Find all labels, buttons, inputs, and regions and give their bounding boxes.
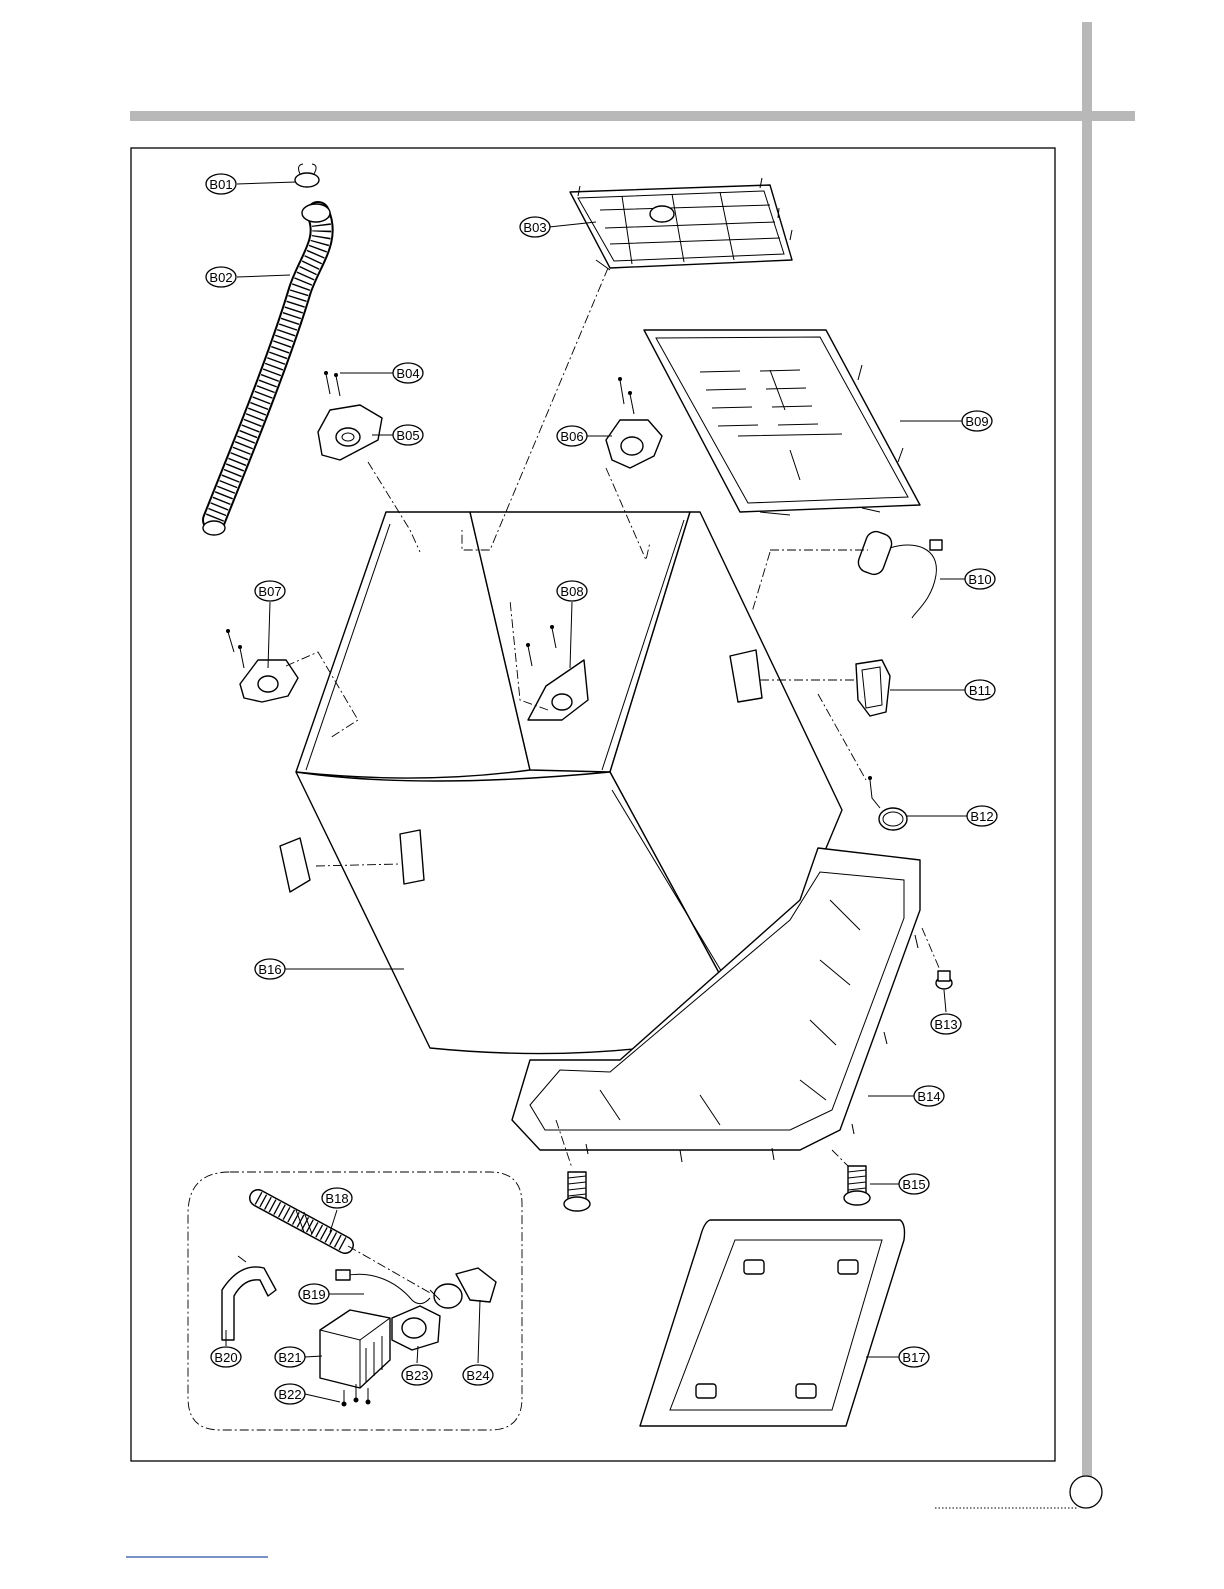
harness-wire-b19 <box>336 1270 430 1304</box>
side-bar <box>1082 22 1092 1492</box>
part-label-b12: B12 <box>967 806 997 826</box>
lid-plate-b09 <box>644 330 920 515</box>
part-label-b20: B20 <box>211 1347 241 1367</box>
part-label-b19: B19 <box>299 1284 329 1304</box>
part-label-b15: B15 <box>899 1174 929 1194</box>
part-label-b13: B13 <box>931 1014 961 1034</box>
foot-b13 <box>936 971 952 989</box>
part-label-text: B21 <box>278 1350 301 1365</box>
sensor-wire-b12 <box>868 776 907 830</box>
part-label-b04: B04 <box>393 363 423 383</box>
part-label-text: B20 <box>214 1350 237 1365</box>
leveling-foot-b15 <box>564 1166 870 1211</box>
part-label-text: B08 <box>560 584 583 599</box>
part-label-b06: B06 <box>557 426 587 446</box>
part-label-b14: B14 <box>914 1086 944 1106</box>
part-label-text: B04 <box>396 366 419 381</box>
part-label-b09: B09 <box>962 411 992 431</box>
part-label-text: B18 <box>325 1191 348 1206</box>
part-label-text: B19 <box>302 1287 325 1302</box>
part-label-b18: B18 <box>322 1188 352 1208</box>
part-label-text: B17 <box>902 1350 925 1365</box>
bracket-b06 <box>606 377 662 468</box>
part-label-b11: B11 <box>965 680 995 700</box>
pump-housing-b21 <box>320 1310 390 1388</box>
part-label-b24: B24 <box>463 1365 493 1385</box>
part-label-text: B12 <box>970 809 993 824</box>
clip-b20 <box>222 1256 276 1340</box>
pump-motor-b23 <box>392 1306 440 1350</box>
page-number-circle <box>1070 1476 1102 1508</box>
inset-box <box>188 1172 522 1430</box>
top-panel-b03 <box>570 178 792 270</box>
part-label-text: B05 <box>396 428 419 443</box>
part-label-b05: B05 <box>393 425 423 445</box>
hose-clamp-b01 <box>295 164 319 187</box>
part-label-text: B07 <box>258 584 281 599</box>
part-label-b22: B22 <box>275 1384 305 1404</box>
part-label-text: B22 <box>278 1387 301 1402</box>
header-bar <box>130 111 1135 121</box>
part-label-text: B01 <box>209 177 232 192</box>
screws-b22 <box>342 1384 371 1407</box>
capacitor-b10 <box>856 529 942 618</box>
part-label-text: B02 <box>209 270 232 285</box>
valve-b24 <box>430 1268 496 1308</box>
part-label-b21: B21 <box>275 1347 305 1367</box>
part-label-b16: B16 <box>255 959 285 979</box>
bracket-b05 <box>318 405 382 460</box>
part-label-text: B14 <box>917 1089 940 1104</box>
part-label-text: B06 <box>560 429 583 444</box>
part-label-b17: B17 <box>899 1347 929 1367</box>
part-label-b03: B03 <box>520 217 550 237</box>
part-label-text: B23 <box>405 1368 428 1383</box>
handle-grip-b11 <box>856 660 890 716</box>
part-label-b23: B23 <box>402 1365 432 1385</box>
part-label-b10: B10 <box>965 569 995 589</box>
screw-b04 <box>324 371 340 396</box>
part-label-text: B09 <box>965 414 988 429</box>
part-label-text: B13 <box>934 1017 957 1032</box>
part-label-b07: B07 <box>255 581 285 601</box>
part-label-text: B16 <box>258 962 281 977</box>
part-label-text: B24 <box>466 1368 489 1383</box>
part-label-b02: B02 <box>206 267 236 287</box>
part-label-text: B10 <box>968 572 991 587</box>
part-label-b01: B01 <box>206 174 236 194</box>
part-label-text: B11 <box>969 683 991 698</box>
drain-hose-b02 <box>203 204 330 535</box>
part-label-text: B15 <box>902 1177 925 1192</box>
part-label-text: B03 <box>523 220 546 235</box>
base-plate-b17 <box>640 1220 905 1426</box>
part-label-b08: B08 <box>557 581 587 601</box>
